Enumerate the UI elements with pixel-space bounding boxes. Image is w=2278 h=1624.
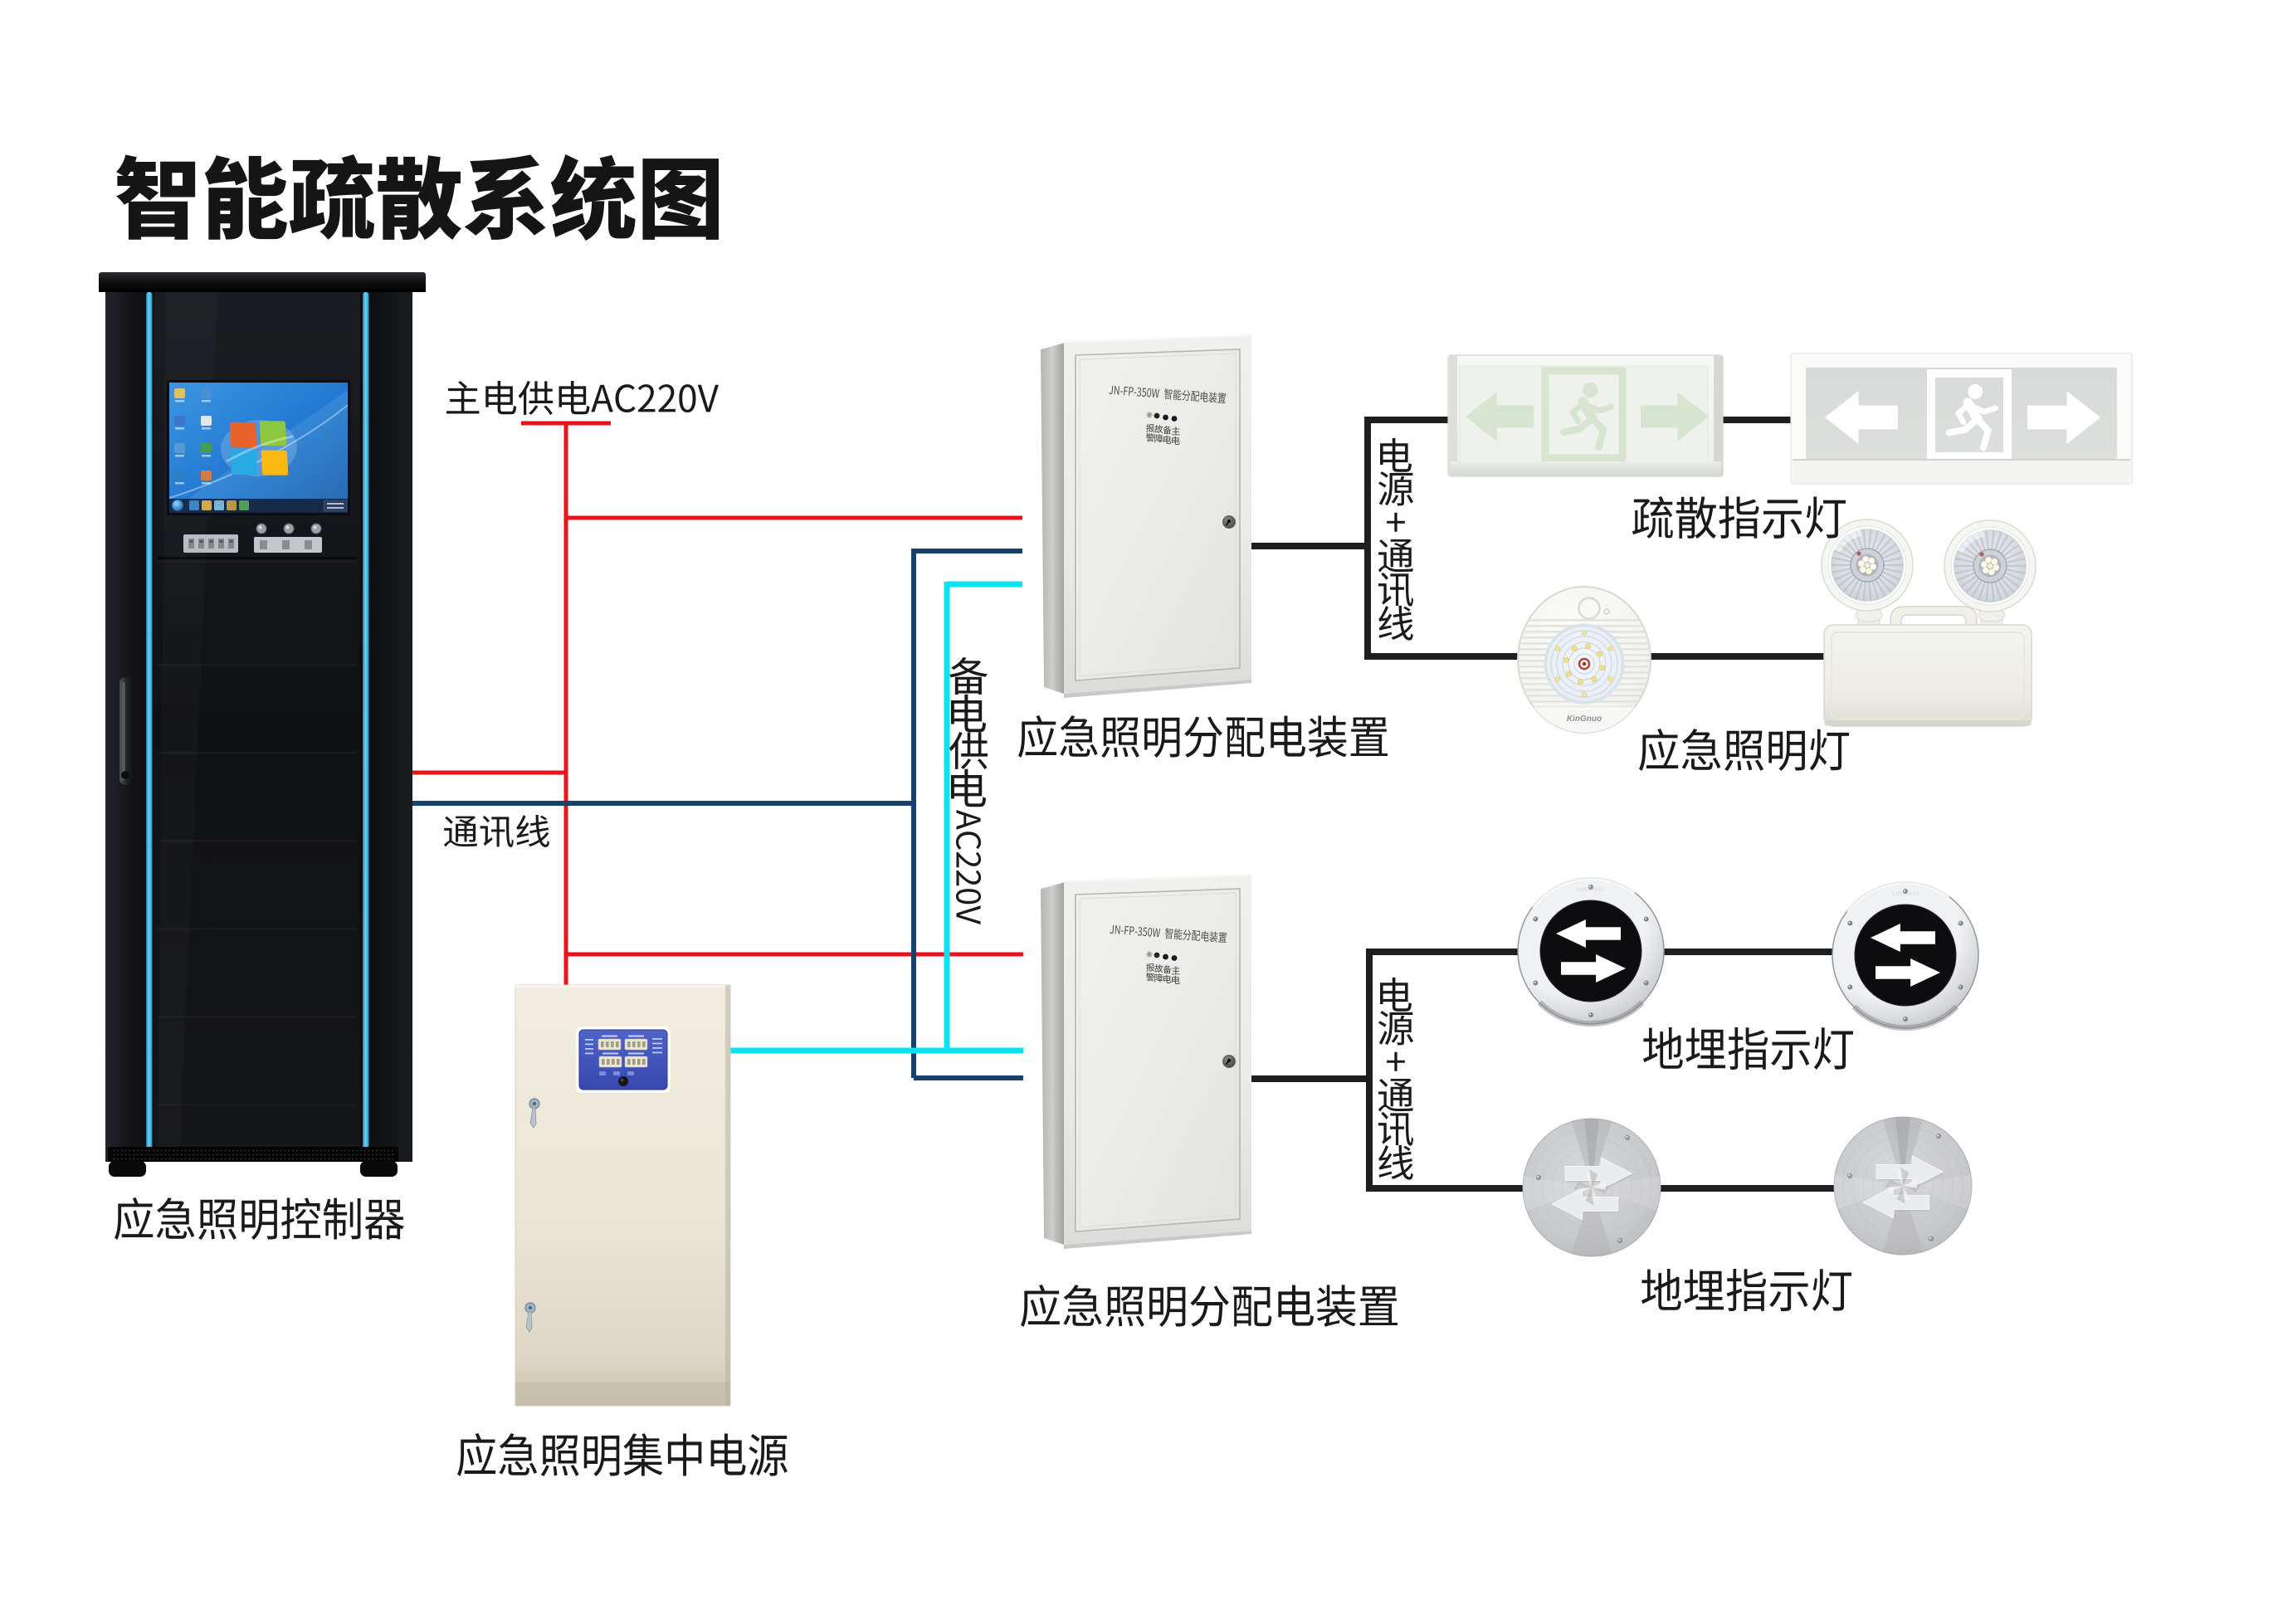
cabinet-top-cap (99, 272, 426, 291)
indicator-labels (1145, 963, 1180, 984)
indicator-labels (1145, 423, 1180, 445)
label-dist-2 (1021, 1284, 1398, 1327)
cabinet-foot-left (109, 1161, 146, 1177)
distribution-box-1: KinGnuo KINGNUO KINGNUO (115, 154, 2133, 1476)
label-buried-1 (1643, 1027, 1854, 1070)
cabinet-foot-right (360, 1161, 398, 1177)
controller-cabinet (99, 272, 426, 1177)
ceiling-emergency-lamp: KinGnuo (1517, 586, 1651, 734)
cabinet-screen (167, 380, 350, 515)
door-handle (120, 677, 132, 785)
panel-knob (618, 1076, 628, 1086)
wire-power-comm-top (1250, 417, 1826, 660)
lamp-head (1944, 519, 2037, 612)
cabinet-key (524, 1302, 536, 1333)
windows-logo (221, 419, 297, 477)
lamp-brand-text: KinGnuo (1567, 714, 1602, 724)
buried-light-brand-text: KINGNUO (1892, 891, 1919, 897)
start-orb (171, 499, 184, 512)
label-communication (444, 814, 549, 847)
label-emergency-lights (1638, 728, 1849, 771)
buried-light-brand-text: KINGNUO (1578, 887, 1605, 893)
wire-power-comm-bottom (1251, 949, 1837, 1192)
label-exit-signs (1632, 495, 1846, 539)
cabinet-key (529, 1098, 540, 1129)
label-main-power (446, 381, 719, 416)
twin-head-emergency-light (1821, 519, 2037, 727)
exit-sign-left (1447, 354, 1724, 477)
label-buried-2 (1641, 1269, 1852, 1312)
label-controller (115, 1197, 405, 1240)
exit-sign-right (1790, 353, 2133, 485)
wire-communication (411, 549, 1023, 1080)
buried-light-black: KINGNUO (1832, 880, 1979, 1031)
door-text-2-glyphs (1110, 924, 1227, 944)
label-central-power (456, 1433, 788, 1476)
label-power-comm-bottom (1378, 977, 1414, 1180)
buried-light-black: KINGNUO (1517, 875, 1665, 1027)
wire-main-power (411, 421, 1023, 988)
buried-light-steel (1522, 1118, 1661, 1257)
lamp-head (1821, 519, 1914, 612)
label-power-comm-top (1378, 437, 1414, 641)
wire-backup-power (725, 581, 1023, 1054)
cabinet-control-panels (158, 523, 357, 559)
label-backup-power (949, 656, 988, 924)
label-dist-1 (1017, 714, 1388, 758)
led-strip-right (363, 292, 369, 1157)
labels (115, 154, 1854, 1476)
power-control-panel (576, 1027, 671, 1093)
distribution-box-2: KinGnuo KINGNUO KINGNUO (115, 154, 2133, 1476)
central-power-supply (515, 984, 731, 1407)
label-title (116, 154, 719, 241)
door-text-1-glyphs (1109, 385, 1227, 404)
led-strip-left (146, 292, 153, 1157)
buried-light-steel (1833, 1116, 1973, 1256)
